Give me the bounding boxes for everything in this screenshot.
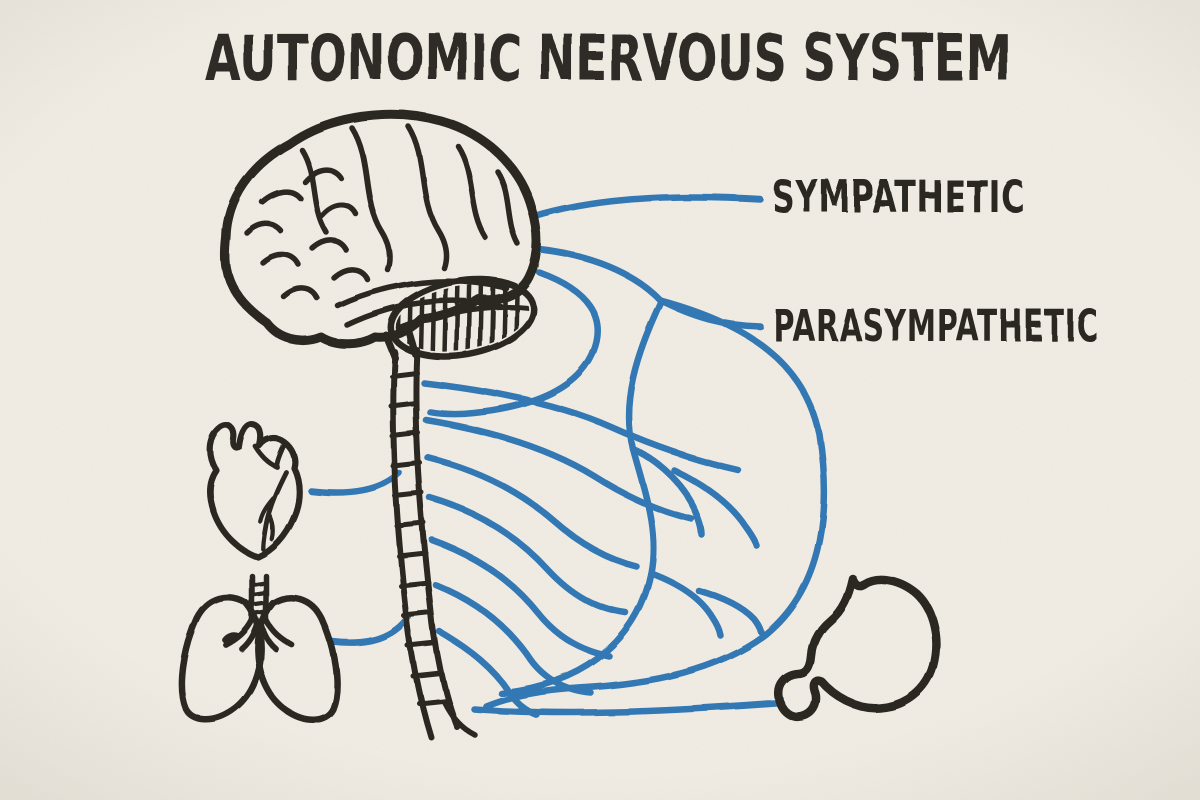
- autonomic-nervous-system-diagram: AUTONOMIC NERVOUS SYSTEM SYMPATHETIC PAR…: [0, 0, 1200, 800]
- poster-canvas: AUTONOMIC NERVOUS SYSTEM SYMPATHETIC PAR…: [0, 0, 1200, 800]
- paper-texture: [0, 0, 1200, 800]
